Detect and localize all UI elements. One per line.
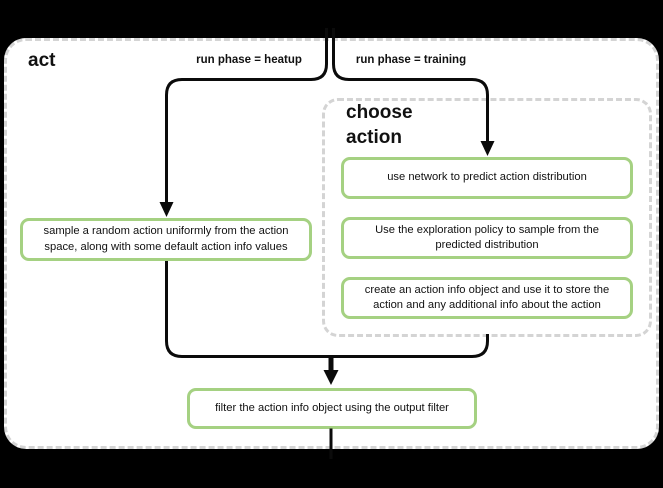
act-frame-title: act: [28, 50, 56, 71]
node-predict-distribution-label: use network to predict action distributi…: [387, 171, 587, 184]
node-create-action-info-label: create an action info object and use it …: [364, 283, 610, 311]
branch-label-training: run phase = training: [355, 54, 467, 66]
node-filter-output: filter the action info object using the …: [187, 388, 477, 429]
node-exploration-policy-label: Use the exploration policy to sample fro…: [375, 223, 599, 251]
node-filter-output-label: filter the action info object using the …: [215, 401, 449, 414]
node-sample-random-action-label: sample a random action uniformly from th…: [43, 225, 289, 253]
branch-label-heatup: run phase = heatup: [196, 54, 302, 66]
node-exploration-policy: Use the exploration policy to sample fro…: [341, 217, 633, 259]
node-predict-distribution: use network to predict action distributi…: [341, 157, 633, 199]
node-create-action-info: create an action info object and use it …: [341, 277, 633, 319]
choose-action-group-title: choose action: [346, 102, 413, 148]
node-sample-random-action: sample a random action uniformly from th…: [20, 218, 312, 261]
